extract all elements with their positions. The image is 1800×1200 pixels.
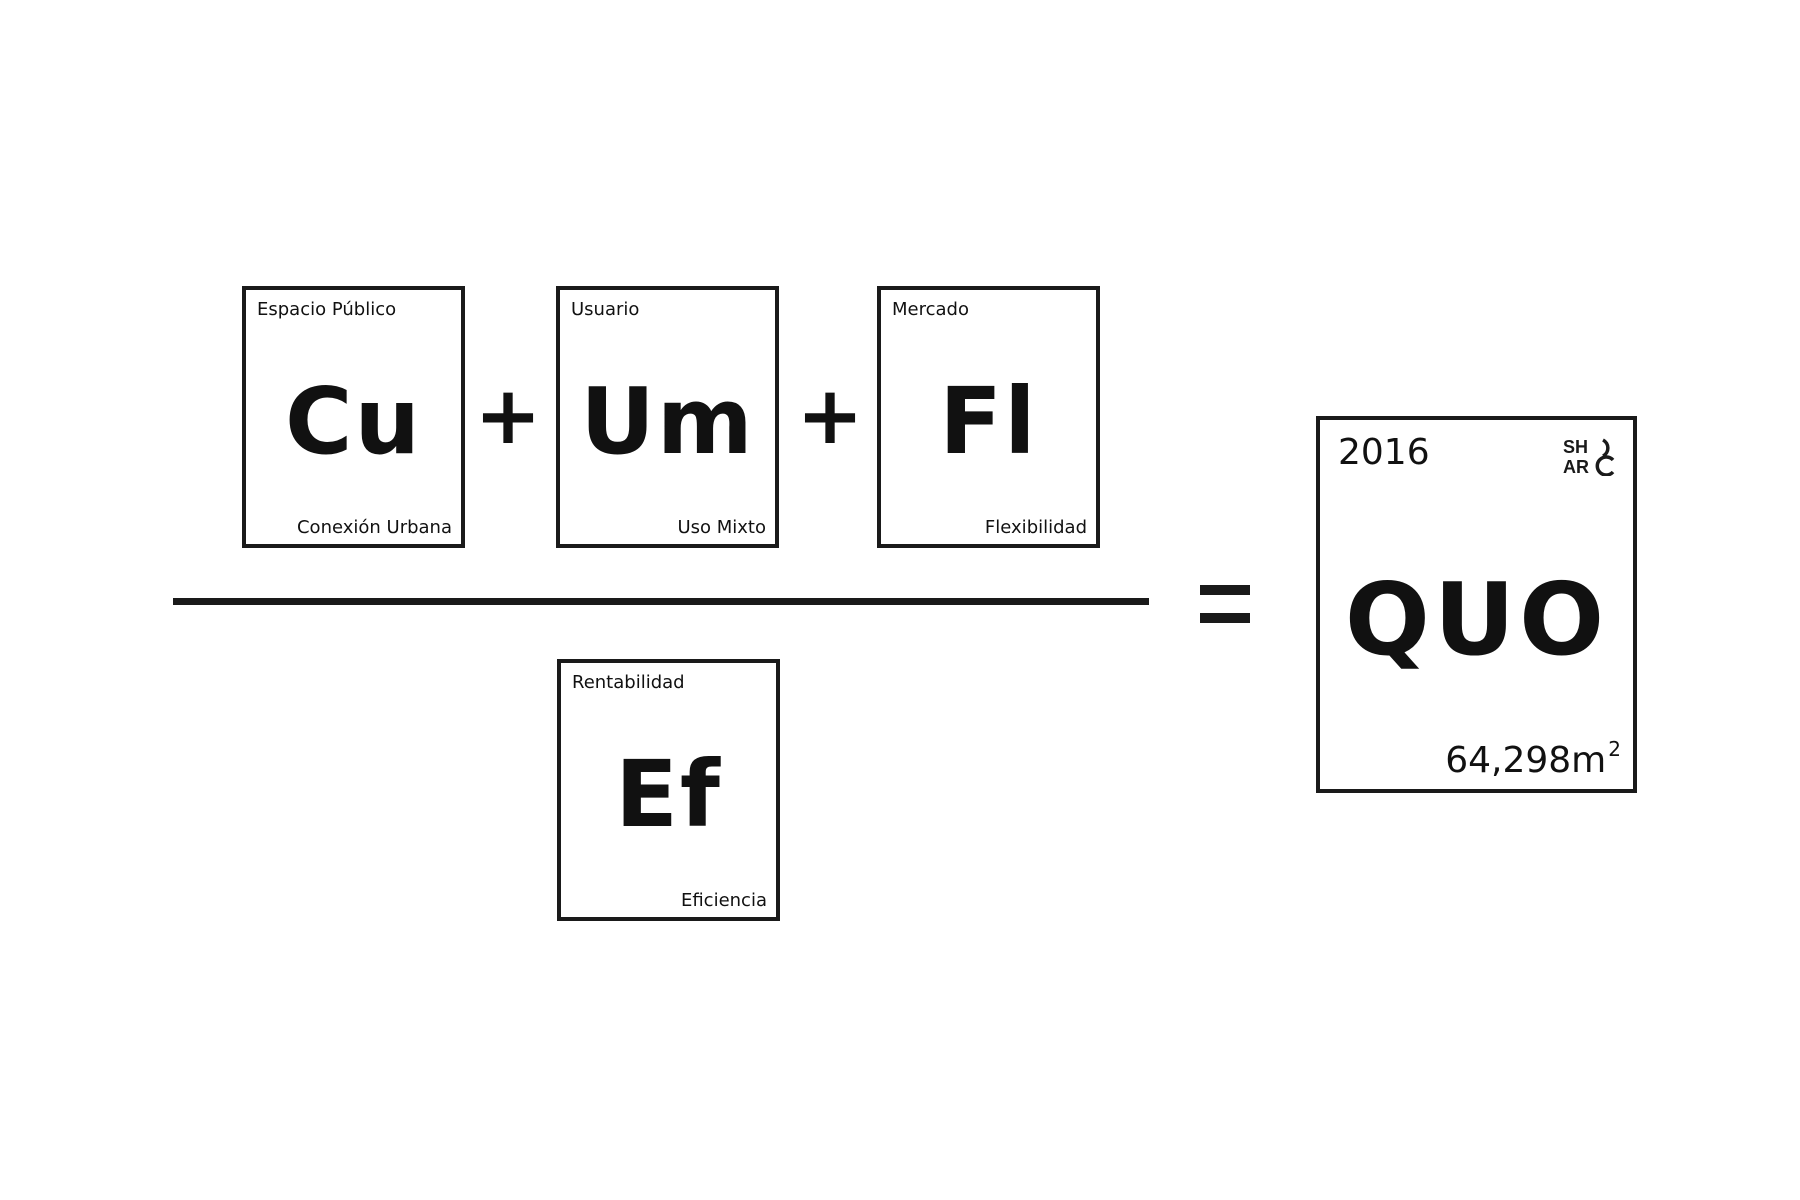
plus-operator: + (474, 369, 542, 462)
result-area-exponent: 2 (1608, 737, 1621, 761)
svg-text:SH: SH (1563, 437, 1588, 457)
element-symbol: Um (580, 368, 755, 475)
result-symbol: QUO (1344, 561, 1609, 678)
element-tile-fl: Mercado Fl Flexibilidad (877, 286, 1100, 548)
result-area-value: 64,298m (1445, 740, 1607, 781)
equals-bar-top (1200, 585, 1250, 595)
element-name-label: Eficiencia (680, 890, 767, 911)
element-symbol: Fl (939, 368, 1038, 475)
element-tile-ef: Rentabilidad Ef Eficiencia (557, 659, 780, 921)
element-property-label: Espacio Público (257, 299, 397, 320)
plus-operator: + (796, 369, 864, 462)
element-symbol: Cu (284, 368, 422, 475)
element-property-label: Rentabilidad (572, 672, 685, 693)
element-property-label: Usuario (571, 299, 640, 320)
equals-operator (1200, 585, 1250, 625)
element-name-label: Flexibilidad (984, 517, 1087, 538)
element-tile-cu: Espacio Público Cu Conexión Urbana (242, 286, 465, 548)
result-year: 2016 (1338, 432, 1430, 473)
element-symbol: Ef (615, 741, 722, 848)
svg-text:AR: AR (1563, 457, 1589, 476)
element-name-label: Conexión Urbana (296, 517, 452, 538)
sharq-logo-icon: SH AR (1563, 437, 1615, 476)
equals-bar-bottom (1200, 613, 1250, 623)
element-name-label: Uso Mixto (677, 517, 766, 538)
fraction-bar (173, 598, 1149, 605)
element-property-label: Mercado (892, 299, 969, 320)
element-tile-um: Usuario Um Uso Mixto (556, 286, 779, 548)
